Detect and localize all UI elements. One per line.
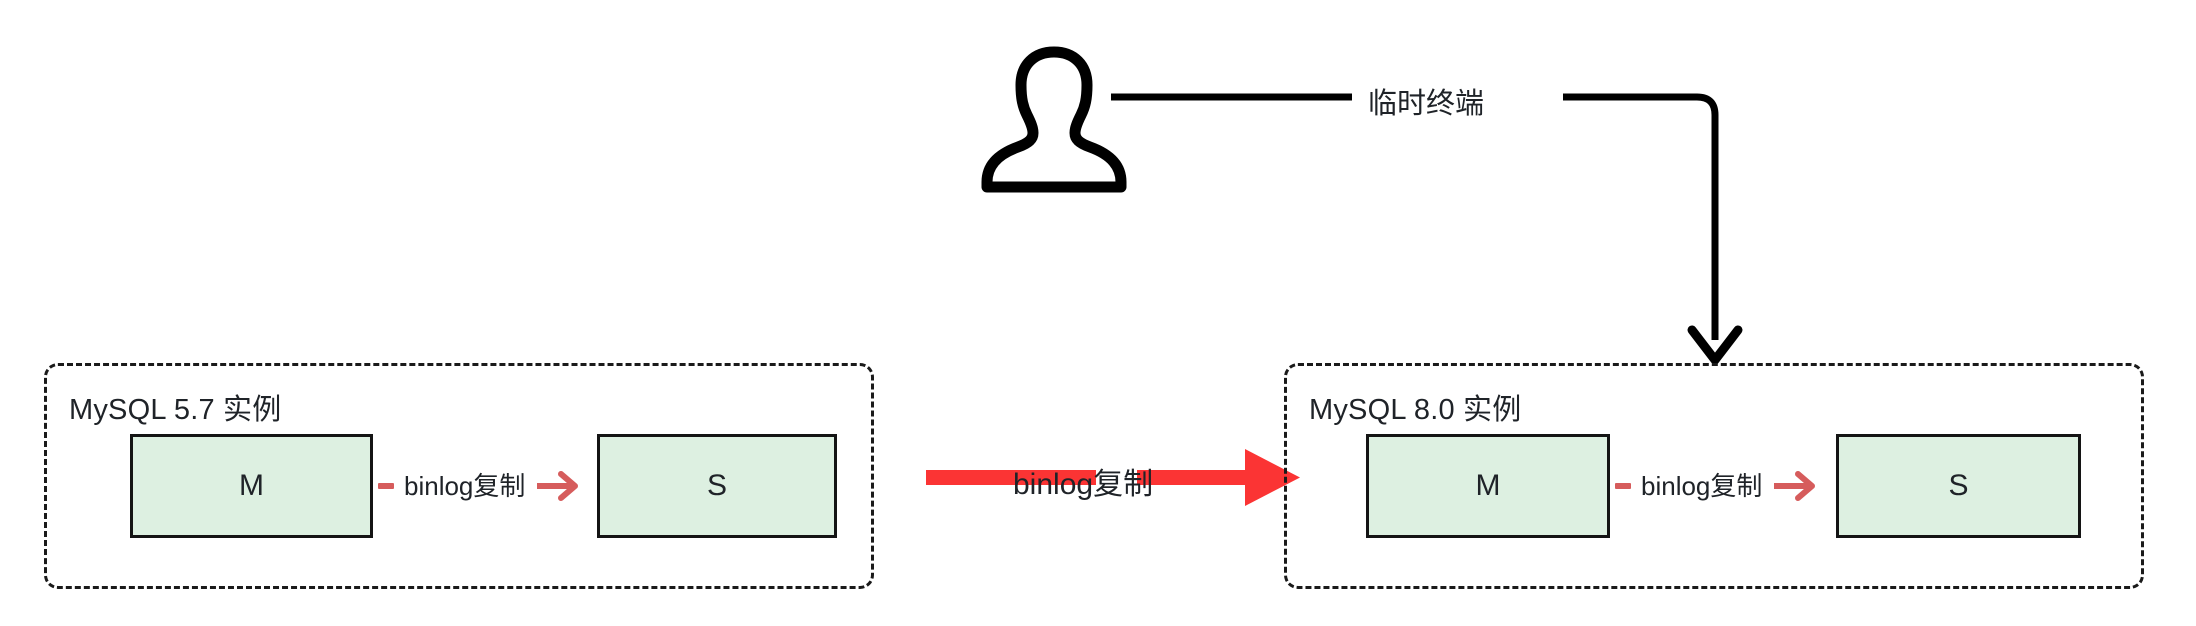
node-box-right-master[interactable]: M [1366, 434, 1610, 538]
temp-terminal-connector [1111, 93, 1743, 365]
instance-container-mysql-80: MySQL 8.0 实例 [1284, 363, 2144, 589]
right-arrow-icon [1774, 471, 1816, 501]
cross-instance-binlog-arrow [926, 449, 1300, 506]
node-box-left-master[interactable]: M [130, 434, 373, 538]
instance-title-left: MySQL 5.7 实例 [69, 394, 282, 426]
right-arrow-icon [537, 471, 579, 501]
instance-title-right: MySQL 8.0 实例 [1309, 394, 1522, 426]
node-box-right-slave[interactable]: S [1836, 434, 2081, 538]
binlog-link-right: binlog复制 [1615, 466, 1818, 506]
binlog-line-stub-left [378, 483, 394, 489]
node-box-left-slave[interactable]: S [597, 434, 837, 538]
binlog-label-left: binlog复制 [404, 471, 526, 501]
user-person-icon [981, 46, 1127, 193]
cross-instance-binlog-label: binlog复制 [1013, 468, 1154, 501]
binlog-link-left: binlog复制 [378, 466, 581, 506]
instance-container-mysql-57: MySQL 5.7 实例 [44, 363, 874, 589]
temp-terminal-label: 临时终端 [1368, 88, 1485, 120]
binlog-line-stub-right [1615, 483, 1631, 489]
binlog-label-right: binlog复制 [1641, 471, 1763, 501]
